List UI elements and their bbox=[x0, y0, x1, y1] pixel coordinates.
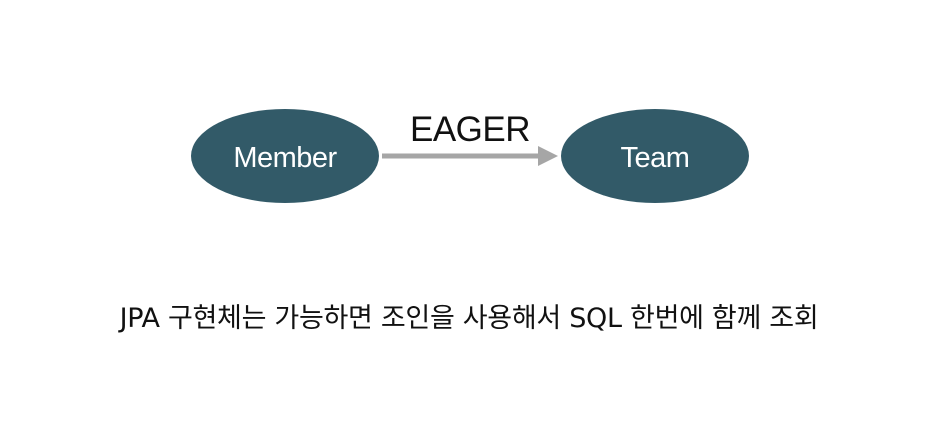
team-label: Team bbox=[621, 142, 690, 174]
node-member: Member bbox=[191, 109, 379, 203]
entity-diagram: EAGER Member Team bbox=[191, 109, 749, 203]
member-label: Member bbox=[233, 142, 337, 174]
node-team: Team bbox=[561, 109, 749, 203]
caption-text: JPA 구현체는 가능하면 조인을 사용해서 SQL 한번에 함께 조회 bbox=[119, 303, 819, 334]
member-ellipse bbox=[191, 109, 379, 203]
team-ellipse bbox=[561, 109, 749, 203]
arrow-head-icon bbox=[538, 146, 558, 166]
edge-label-eager: EAGER bbox=[410, 110, 530, 149]
